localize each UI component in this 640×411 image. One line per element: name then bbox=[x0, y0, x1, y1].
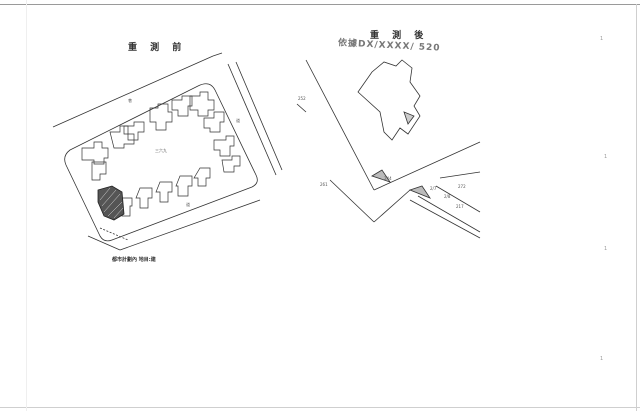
block-outline bbox=[64, 83, 258, 242]
road-line-bottom bbox=[87, 235, 121, 251]
road-line-top bbox=[52, 55, 214, 128]
parcel-number-5: 2/8 bbox=[444, 194, 451, 199]
block-label: 三六九 bbox=[155, 148, 167, 153]
road-line-top-end bbox=[212, 52, 223, 57]
road-line-right-outer bbox=[227, 63, 277, 176]
parcel-number-2: 261 bbox=[320, 182, 328, 187]
boundary-triangle-2 bbox=[408, 185, 432, 199]
hatch-lines bbox=[99, 187, 124, 219]
before-map bbox=[52, 52, 283, 251]
road-label-3: 道 bbox=[236, 118, 240, 123]
road-line-bottom-2 bbox=[119, 199, 261, 251]
road-label-2: 道 bbox=[186, 202, 190, 207]
building-footprint-after bbox=[357, 59, 421, 141]
page-border-bottom bbox=[0, 407, 640, 408]
road-line-lower-2 bbox=[373, 189, 411, 223]
parcel-number-4: 272 bbox=[458, 184, 466, 189]
margin-mark-4: 1 bbox=[600, 356, 604, 362]
margin-mark-3: 1 bbox=[604, 246, 608, 252]
after-title: 重 測 後 bbox=[370, 31, 429, 41]
page-border-right bbox=[636, 4, 637, 411]
subject-parcel-hatched bbox=[97, 185, 125, 221]
land-use-caption: 都市計劃內 地目:建 bbox=[112, 257, 156, 263]
margin-mark-1: 1 bbox=[600, 36, 604, 42]
corner-mark bbox=[296, 103, 307, 113]
right-road-diag-3 bbox=[435, 185, 481, 213]
right-road-diag bbox=[417, 195, 481, 233]
before-title: 重 測 前 bbox=[128, 43, 187, 53]
boundary-triangle bbox=[371, 169, 391, 183]
right-road-diag-2 bbox=[409, 199, 481, 239]
road-label-1: 巷 bbox=[128, 98, 132, 103]
footprint-hatch bbox=[403, 111, 415, 125]
road-line-right-outer-2 bbox=[235, 61, 283, 171]
parcel-number-6: 2/7 bbox=[430, 186, 437, 191]
scan-edge-line bbox=[26, 0, 27, 411]
parcel-number-3: 244 bbox=[384, 176, 392, 181]
street-dashes bbox=[99, 227, 129, 241]
parcel-number-7: 217 bbox=[456, 204, 464, 209]
road-line-lower bbox=[329, 179, 375, 223]
right-road-upper bbox=[439, 171, 481, 179]
margin-mark-2: 1 bbox=[604, 154, 608, 160]
building-cluster bbox=[81, 91, 241, 217]
lot-boundary-left bbox=[305, 59, 375, 191]
page-border-top bbox=[0, 4, 640, 5]
after-map bbox=[296, 59, 481, 239]
lot-boundary-bottom bbox=[373, 141, 481, 191]
parcel-number-1: 252 bbox=[298, 96, 306, 101]
